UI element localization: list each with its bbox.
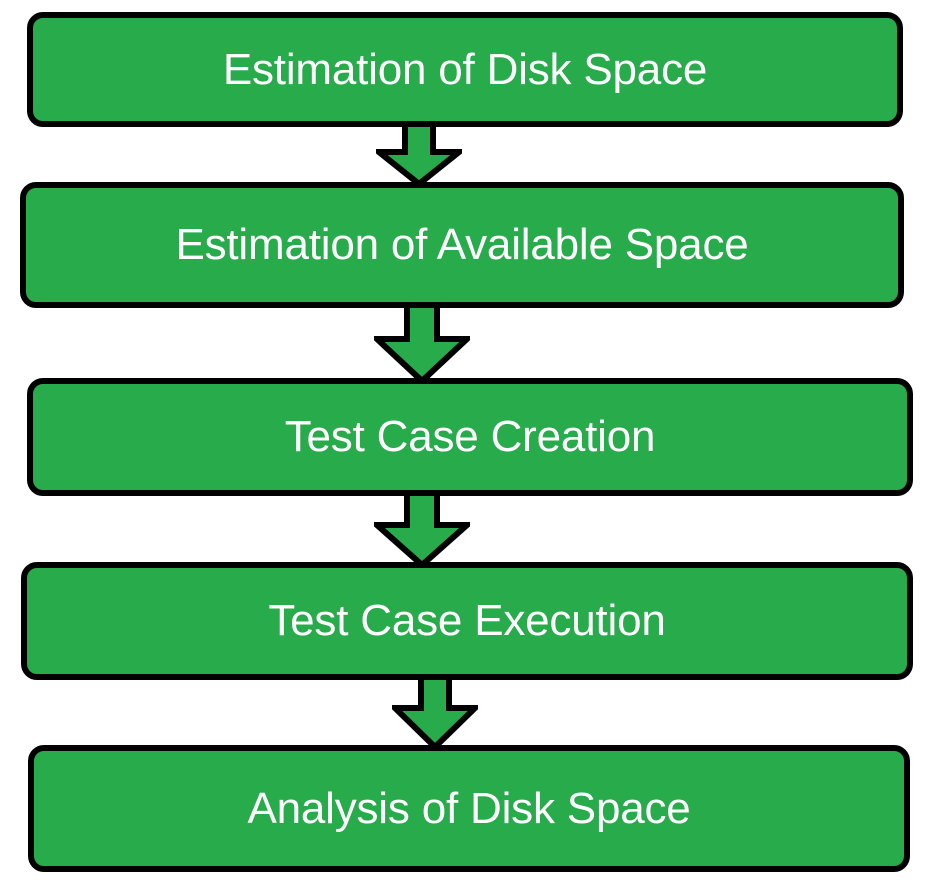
flow-node-estimation-of-disk-space[interactable]: Estimation of Disk Space — [27, 12, 903, 127]
flow-node-test-case-execution[interactable]: Test Case Execution — [21, 562, 913, 680]
flow-node-label: Test Case Execution — [268, 596, 666, 645]
flow-node-label: Estimation of Disk Space — [222, 44, 708, 94]
arrow-down-icon — [374, 305, 470, 383]
connector-arrow-down-3 — [374, 492, 470, 567]
flow-node-test-case-creation[interactable]: Test Case Creation — [27, 378, 913, 496]
connector-arrow-down-2 — [374, 305, 470, 383]
flow-node-analysis-of-disk-space[interactable]: Analysis of Disk Space — [28, 745, 910, 872]
flow-node-estimation-of-available-space[interactable]: Estimation of Available Space — [20, 182, 904, 308]
flow-node-label: Estimation of Available Space — [175, 220, 749, 269]
arrow-down-icon — [392, 676, 478, 749]
flow-node-label: Test Case Creation — [284, 412, 656, 461]
flow-node-label: Analysis of Disk Space — [247, 783, 691, 833]
connector-arrow-down-4 — [392, 676, 478, 749]
arrow-down-icon — [376, 124, 462, 186]
connector-arrow-down-1 — [376, 124, 462, 186]
arrow-down-icon — [374, 492, 470, 567]
